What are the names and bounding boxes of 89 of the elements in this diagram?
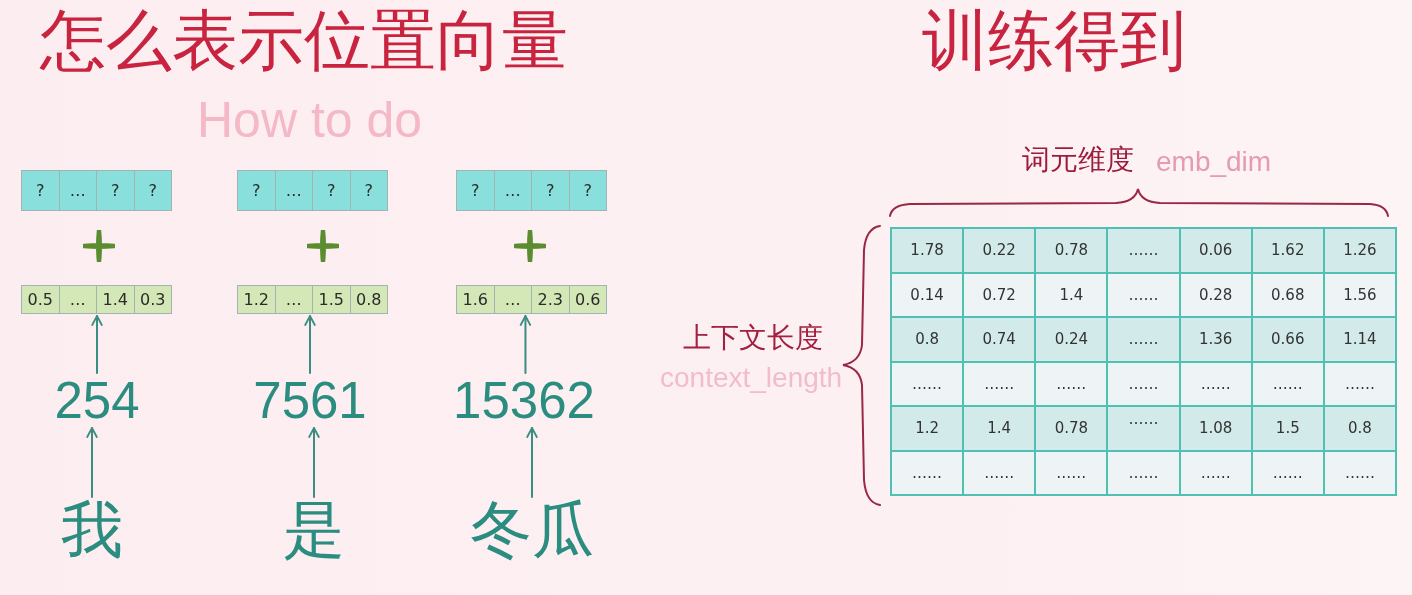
table-cell: …… bbox=[1179, 450, 1252, 495]
table-cell: 0.22 bbox=[963, 228, 1036, 273]
table-cell: …… bbox=[891, 450, 964, 495]
table-cell: …… bbox=[1107, 406, 1180, 451]
vector-cell: 0.5 bbox=[22, 286, 59, 313]
vector-cell: ? bbox=[22, 171, 59, 210]
arrow bbox=[526, 427, 538, 498]
vector-cell: ? bbox=[238, 171, 275, 210]
vector-cell: … bbox=[493, 171, 531, 210]
table-cell: 0.06 bbox=[1179, 228, 1252, 273]
token-word: 是 bbox=[283, 499, 345, 561]
table-cell: 1.26 bbox=[1323, 228, 1396, 273]
table-cell: 1.4 bbox=[1035, 272, 1108, 317]
vector-cell: 2.3 bbox=[531, 286, 569, 313]
vector-cell: ? bbox=[133, 171, 171, 210]
table-cell: 0.14 bbox=[891, 272, 964, 317]
vector-row bbox=[21, 170, 172, 211]
vector-cell: ? bbox=[349, 171, 387, 210]
table-cell: 1.08 bbox=[1179, 406, 1252, 451]
vector-cell: 1.5 bbox=[312, 286, 350, 313]
vector-cell: 1.4 bbox=[96, 286, 134, 313]
table-cell: 1.56 bbox=[1323, 272, 1396, 317]
table-cell: 0.66 bbox=[1251, 317, 1324, 362]
table-cell: 0.68 bbox=[1251, 272, 1324, 317]
table-cell: …… bbox=[1323, 361, 1396, 406]
table-cell: …… bbox=[1179, 361, 1252, 406]
table-cell: 0.8 bbox=[1323, 406, 1396, 451]
arrow bbox=[308, 427, 320, 498]
title: 怎么表示位置向量 bbox=[40, 8, 568, 74]
token-word: 冬瓜 bbox=[470, 499, 594, 561]
vector-cell: … bbox=[58, 286, 96, 313]
vector-cell: … bbox=[493, 286, 531, 313]
vector-row bbox=[21, 285, 172, 314]
vector-cell: 1.6 bbox=[457, 286, 494, 313]
table-cell: 0.28 bbox=[1179, 272, 1252, 317]
table-cell: …… bbox=[1035, 450, 1108, 495]
table-cell: …… bbox=[1251, 450, 1324, 495]
table-cell: …… bbox=[1107, 228, 1180, 273]
token-id: 15362 bbox=[453, 375, 595, 426]
arrow bbox=[91, 315, 103, 374]
table-cell: …… bbox=[1035, 361, 1108, 406]
table-cell: 0.8 bbox=[891, 317, 964, 362]
table-cell: …… bbox=[1107, 450, 1180, 495]
arrow bbox=[304, 315, 316, 374]
vector-row bbox=[237, 285, 388, 314]
table-cell: …… bbox=[1107, 272, 1180, 317]
vector-cell: 1.2 bbox=[238, 286, 275, 313]
vector-cell: … bbox=[58, 171, 96, 210]
brace-label: emb_dim bbox=[1156, 148, 1272, 176]
token-id: 7561 bbox=[253, 375, 367, 426]
table-cell: …… bbox=[963, 361, 1036, 406]
vector-row bbox=[456, 170, 607, 211]
table-cell: …… bbox=[1107, 317, 1180, 362]
vector-cell: ? bbox=[531, 171, 569, 210]
table-cell: …… bbox=[1107, 361, 1180, 406]
table-cell: 1.4 bbox=[963, 406, 1036, 451]
table-cell: 0.78 bbox=[1035, 406, 1108, 451]
table-cell: 1.36 bbox=[1179, 317, 1252, 362]
vector-row bbox=[237, 170, 388, 211]
brace-label: 词元维度 bbox=[1022, 146, 1134, 174]
arrow bbox=[86, 427, 98, 498]
vector-cell: ? bbox=[312, 171, 350, 210]
vector-cell: … bbox=[274, 286, 312, 313]
table-cell: 1.78 bbox=[891, 228, 964, 273]
table-cell: 1.14 bbox=[1323, 317, 1396, 362]
token-word: 我 bbox=[61, 499, 123, 561]
brace-label: 上下文长度 bbox=[683, 324, 823, 352]
table-cell: 0.72 bbox=[963, 272, 1036, 317]
vector-cell: … bbox=[274, 171, 312, 210]
token-id: 254 bbox=[54, 375, 140, 426]
table-cell: …… bbox=[963, 450, 1036, 495]
arrow bbox=[519, 315, 532, 374]
table-cell: 1.2 bbox=[891, 406, 964, 451]
vector-cell: 0.8 bbox=[349, 286, 387, 313]
table-cell: 0.24 bbox=[1035, 317, 1108, 362]
table-cell: 0.74 bbox=[963, 317, 1036, 362]
table-cell: …… bbox=[891, 361, 964, 406]
table-cell: 0.78 bbox=[1035, 228, 1108, 273]
table-cell: …… bbox=[1251, 361, 1324, 406]
table-cell: …… bbox=[1323, 450, 1396, 495]
table-cell: 1.5 bbox=[1251, 406, 1324, 451]
vector-row bbox=[456, 285, 607, 314]
vector-cell: ? bbox=[457, 171, 494, 210]
table-cell: 1.62 bbox=[1251, 228, 1324, 273]
vector-cell: ? bbox=[96, 171, 134, 210]
vector-cell: 0.3 bbox=[133, 286, 171, 313]
vector-cell: ? bbox=[568, 171, 606, 210]
vector-cell: 0.6 bbox=[568, 286, 606, 313]
heading: 训练得到 bbox=[922, 8, 1186, 74]
